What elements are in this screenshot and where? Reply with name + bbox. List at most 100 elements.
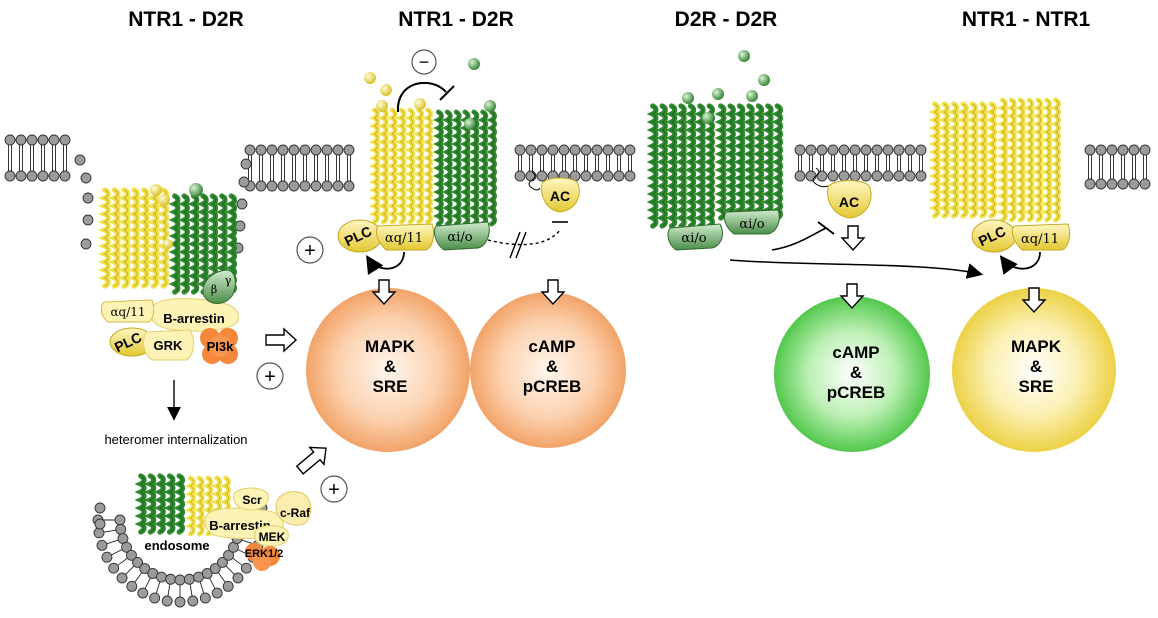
panel2-block-mark-1: [509, 231, 521, 259]
panel3-alpha-io-1: [667, 223, 723, 251]
minus-circle: [411, 49, 437, 75]
dopamine-ligand: [702, 112, 714, 124]
panel4-alpha-q11: [1011, 223, 1071, 251]
dopamine-ligand: [189, 183, 203, 197]
panel2-alpha-io: [433, 221, 490, 251]
plus-circle-endosome: [320, 475, 348, 503]
grk-protein: [143, 329, 194, 361]
beta-label: β: [211, 283, 217, 296]
neurotensin-ligand: [163, 239, 173, 249]
c-raf-label: c-Raf: [280, 506, 311, 520]
title-panel-3: D2R - D2R: [675, 8, 778, 31]
membrane-invagination: [74, 154, 252, 254]
panel2-ac-label: AC: [550, 188, 570, 204]
neurotensin-ligand: [414, 98, 426, 110]
dopamine-ligand: [746, 90, 758, 102]
ligand-molecules: [150, 50, 770, 249]
dopamine-ligand: [712, 88, 724, 100]
arrow-panel1-to-mapk: [265, 327, 298, 353]
panel3-g-proteins: αi/o αi/o AC PLC αq/11: [667, 167, 1071, 279]
sphere1-line2: &: [384, 357, 396, 376]
panel2-ntr1-receptor: [369, 107, 433, 225]
panel2-ac-protein: [541, 177, 580, 213]
sphere3-line2: &: [850, 363, 862, 382]
alpha-q11-label: αq/11: [110, 305, 145, 319]
membrane-segment-2: [244, 144, 355, 192]
panel2-blocked-inhibition: [487, 229, 561, 246]
panel4-q11-to-plc-arrow: [999, 251, 1041, 275]
panel3-ac-protein: [827, 180, 872, 219]
endosome-complex: B-arrestin Scr c-Raf MEK ERK1/2 endosome: [144, 487, 312, 571]
panel1-signaling-complex: B-arrestin αq/11 PLC GRK PI3k β γ hetero…: [100, 269, 248, 447]
panel2-alpha-q11: [375, 223, 435, 251]
neurotensin-ligand: [158, 194, 170, 206]
panel2-ac-tether: [528, 171, 541, 191]
receptor-structures: [98, 97, 1061, 537]
panel4-ntr1-receptor-2: [997, 97, 1061, 223]
panel3-inhibition-bar: [817, 221, 835, 235]
sphere3-line3: pCREB: [827, 383, 886, 402]
scr-protein: [233, 487, 269, 511]
grk-label: GRK: [154, 338, 184, 353]
regulation-markers: + + + −: [256, 49, 437, 503]
title-panel-4: NTR1 - NTR1: [962, 8, 1091, 31]
panel2-crossinhibition-curve: [396, 81, 447, 113]
sphere4-line3: SRE: [1019, 377, 1054, 396]
panel2-block-mark-2: [515, 231, 527, 259]
membrane-segment-5: [1084, 144, 1151, 190]
arrow-to-camp-panel3: [839, 283, 865, 310]
endosome-label: endosome: [144, 538, 209, 553]
neurotensin-ligand: [376, 100, 388, 112]
panel4-alpha-q11-label: αq/11: [1021, 232, 1059, 247]
erk-label: ERK1/2: [245, 548, 284, 560]
sphere4-line1: MAPK: [1011, 337, 1062, 356]
alpha-q11-protein: [100, 299, 155, 323]
flow-arrows: [265, 225, 1047, 475]
dopamine-ligand: [682, 92, 694, 104]
plus-circle-panel2: [296, 236, 324, 264]
panel1-ntr1-receptor: [98, 187, 170, 289]
neurotensin-ligand: [380, 84, 392, 96]
b-arrestin-label: B-arrestin: [163, 311, 224, 326]
mek-protein: [254, 525, 289, 547]
panel3-alpha-io-1-label: αi/o: [681, 231, 706, 246]
membrane-segment-1: [4, 134, 71, 182]
panel3-to-panel4-arrow: [729, 259, 984, 279]
sphere2-line1: cAMP: [528, 337, 575, 356]
sphere4-line2: &: [1030, 357, 1042, 376]
sphere1-line3: SRE: [373, 377, 408, 396]
panel3-alpha-io-2-label: αi/o: [739, 217, 764, 232]
signaling-outcomes: MAPK & SRE cAMP & pCREB cAMP & pCREB MAP…: [306, 288, 1116, 452]
mek-label: MEK: [259, 530, 286, 544]
dopamine-ligand: [464, 118, 476, 130]
gamma-label: γ: [225, 274, 232, 287]
c-raf-protein: [275, 491, 312, 526]
sphere-panel2-mapk-sre: [306, 288, 470, 452]
dopamine-ligand: [484, 100, 496, 112]
panel2-alpha-q11-label: αq/11: [385, 231, 423, 246]
panel2-crossinhibition-bar: [439, 85, 455, 101]
plus-sign-panel2: +: [304, 240, 316, 262]
sphere2-line2: &: [546, 357, 558, 376]
neurotensin-ligand: [364, 72, 376, 84]
sphere3-line1: cAMP: [832, 343, 879, 362]
pi3k-protein: [200, 328, 238, 364]
arrow-to-camp-panel2: [540, 279, 566, 306]
panel2-q11-to-plc-arrow: [366, 251, 405, 275]
arrow-endosome-to-mapk: [295, 446, 327, 475]
sphere-panel2-camp-pcreb: [470, 292, 626, 448]
erk-protein: [245, 543, 280, 571]
sphere-panel4-mapk-sre: [952, 288, 1116, 452]
panel3-d2r-receptor-2: [714, 103, 784, 221]
plus-circle-middle: [256, 362, 284, 390]
panel3-ac-label: AC: [839, 194, 859, 210]
sphere-panel3-camp-pcreb: [774, 296, 930, 452]
endosome-d2r-receptor: [134, 473, 186, 535]
sphere2-line3: pCREB: [523, 377, 582, 396]
endosome-b-arrestin-label: B-arrestin: [209, 518, 270, 533]
membrane-segment-3: [514, 144, 636, 182]
beta-gamma-protein: [202, 269, 236, 304]
scr-label: Scr: [242, 493, 262, 507]
panel3-inhibition-line: [771, 227, 827, 251]
